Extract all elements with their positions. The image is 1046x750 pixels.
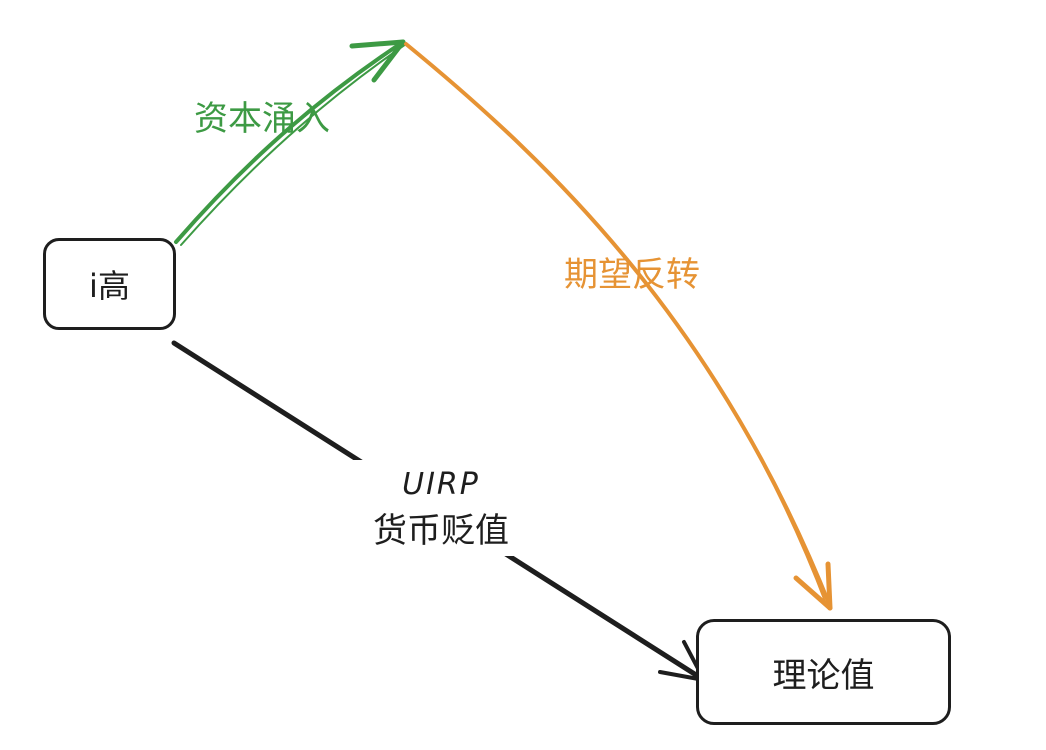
reversal-arrow [404,42,833,611]
node-high[interactable]: i高 [43,238,176,330]
reversal-label: 期望反转 [564,255,700,295]
uirp-label: UIRP 货币贬值 [352,460,530,556]
node-fair-value-label: 理论值 [772,655,875,696]
uirp-label-line1: UIRP [402,467,480,502]
node-high-label: i高 [89,267,130,305]
uirp-label-line2: 货币贬值 [373,511,509,551]
inflow-arrow [174,39,407,246]
inflow-label: 资本涌入 [194,99,330,139]
node-fair-value[interactable]: 理论值 [696,619,951,725]
